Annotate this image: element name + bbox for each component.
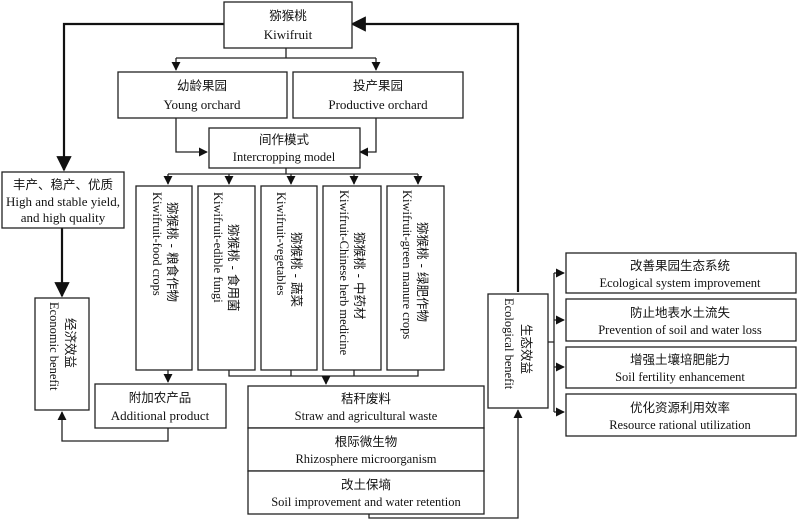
node-soil-improvement: 改土保墒 Soil improvement and water retentio… (247, 470, 485, 515)
kiwifruit-zh: 猕猴桃 (269, 8, 307, 23)
rhizosphere-zh: 根际微生物 (335, 434, 398, 449)
food-crops-zh: 猕猴桃 - 粮食作物 (165, 202, 180, 302)
straw-en: Straw and agricultural waste (295, 409, 438, 423)
arrow-young-to-intercropping (175, 118, 208, 157)
connector-intercropping-split (168, 168, 418, 175)
rhizosphere-en: Rhizosphere microorganism (295, 452, 436, 466)
vegetables-zh: 猕猴桃 - 蔬菜 (289, 232, 304, 307)
arrow-ecological-to-kiwifruit (350, 16, 520, 292)
edible-fungi-en: Kiwifruit-edible fungi (211, 192, 225, 303)
yield-en-line1: High and stable yield, (6, 194, 120, 209)
node-kiwifruit: 猕猴桃 Kiwifruit (223, 1, 353, 49)
herb-medicine-zh: 猕猴桃 - 中药材 (352, 232, 367, 319)
kiwifruit-en: Kiwifruit (264, 27, 313, 42)
young-orchard-en: Young orchard (163, 97, 241, 112)
herb-medicine-en: Kiwifruit-Chinese herb medicine (337, 190, 351, 356)
fertility-zh: 增强土壤培肥能力 (630, 352, 730, 367)
economic-en: Economic benefit (47, 302, 61, 391)
node-kiwifruit-food-crops: Kiwifruit-food crops 猕猴桃 - 粮食作物 (135, 185, 193, 371)
yield-en-line2: and high quality (21, 210, 106, 225)
edible-fungi-zh: 猕猴桃 - 食用菌 (226, 224, 241, 311)
resource-zh: 优化资源利用效率 (630, 400, 730, 415)
node-additional-product: 附加农产品 Additional product (94, 383, 227, 429)
soil-improve-en: Soil improvement and water retention (271, 495, 461, 509)
soil-improve-zh: 改土保墒 (341, 477, 391, 492)
soil-water-en: Prevention of soil and water loss (598, 323, 762, 337)
arrow-productive-to-intercropping (359, 118, 377, 157)
node-resource-utilization: 优化资源利用效率 Resource rational utilization (565, 393, 797, 437)
connector-columns-to-straw (228, 370, 419, 377)
node-eco-system-improvement: 改善果园生态系统 Ecological system improvement (565, 252, 797, 294)
straw-zh: 秸秆废料 (341, 391, 392, 406)
intercropping-en: Intercropping model (233, 150, 336, 164)
node-kiwifruit-green-manure: Kiwifruit-green manure crops 猕猴桃 - 绿肥作物 (386, 185, 445, 371)
resource-en: Resource rational utilization (609, 418, 751, 432)
ecological-en: Ecological benefit (502, 298, 516, 390)
node-ecological-benefit: Ecological benefit 生态效益 (487, 293, 549, 409)
arrow-additional-to-economic (57, 411, 169, 442)
node-straw-waste: 秸秆废料 Straw and agricultural waste (247, 385, 485, 429)
food-crops-en: Kiwifruit-food crops (150, 192, 164, 296)
productive-orchard-zh: 投产果园 (353, 78, 403, 93)
node-rhizosphere: 根际微生物 Rhizosphere microorganism (247, 427, 485, 472)
additional-zh: 附加农产品 (129, 390, 192, 405)
economic-zh: 经济效益 (63, 318, 78, 368)
node-productive-orchard: 投产果园 Productive orchard (292, 71, 464, 119)
node-kiwifruit-edible-fungi: Kiwifruit-edible fungi 猕猴桃 - 食用菌 (197, 185, 256, 371)
node-soil-water-loss: 防止地表水土流失 Prevention of soil and water lo… (565, 298, 797, 342)
node-kiwifruit-herb-medicine: Kiwifruit-Chinese herb medicine 猕猴桃 - 中药… (322, 185, 382, 371)
node-soil-fertility: 增强土壤培肥能力 Soil fertility enhancement (565, 346, 797, 389)
vegetables-en: Kiwifruit-vegetables (274, 192, 288, 296)
yield-zh: 丰产、稳产、优质 (13, 177, 113, 192)
eco-system-zh: 改善果园生态系统 (630, 258, 730, 273)
connector-ecological-split (548, 273, 555, 412)
productive-orchard-en: Productive orchard (328, 97, 428, 112)
additional-en: Additional product (111, 408, 210, 423)
connectors (54, 16, 565, 519)
green-manure-zh: 猕猴桃 - 绿肥作物 (415, 222, 430, 322)
connector-kiwifruit-split (176, 48, 376, 59)
eco-system-en: Ecological system improvement (599, 276, 761, 290)
ecological-zh: 生态效益 (519, 324, 534, 374)
node-kiwifruit-vegetables: Kiwifruit-vegetables 猕猴桃 - 蔬菜 (260, 185, 318, 371)
soil-water-zh: 防止地表水土流失 (630, 305, 731, 320)
green-manure-en: Kiwifruit-green manure crops (400, 190, 414, 339)
node-yield-quality: 丰产、稳产、优质 High and stable yield, and high… (1, 171, 125, 229)
fertility-en: Soil fertility enhancement (615, 370, 745, 384)
node-young-orchard: 幼龄果园 Young orchard (117, 71, 288, 119)
node-intercropping-model: 间作模式 Intercropping model (208, 127, 361, 169)
young-orchard-zh: 幼龄果园 (177, 78, 227, 93)
arrow-soil-to-ecological (368, 409, 523, 519)
intercropping-zh: 间作模式 (259, 132, 310, 147)
node-economic-benefit: Economic benefit 经济效益 (34, 297, 90, 411)
arrow-kiwifruit-to-yield (56, 22, 224, 172)
